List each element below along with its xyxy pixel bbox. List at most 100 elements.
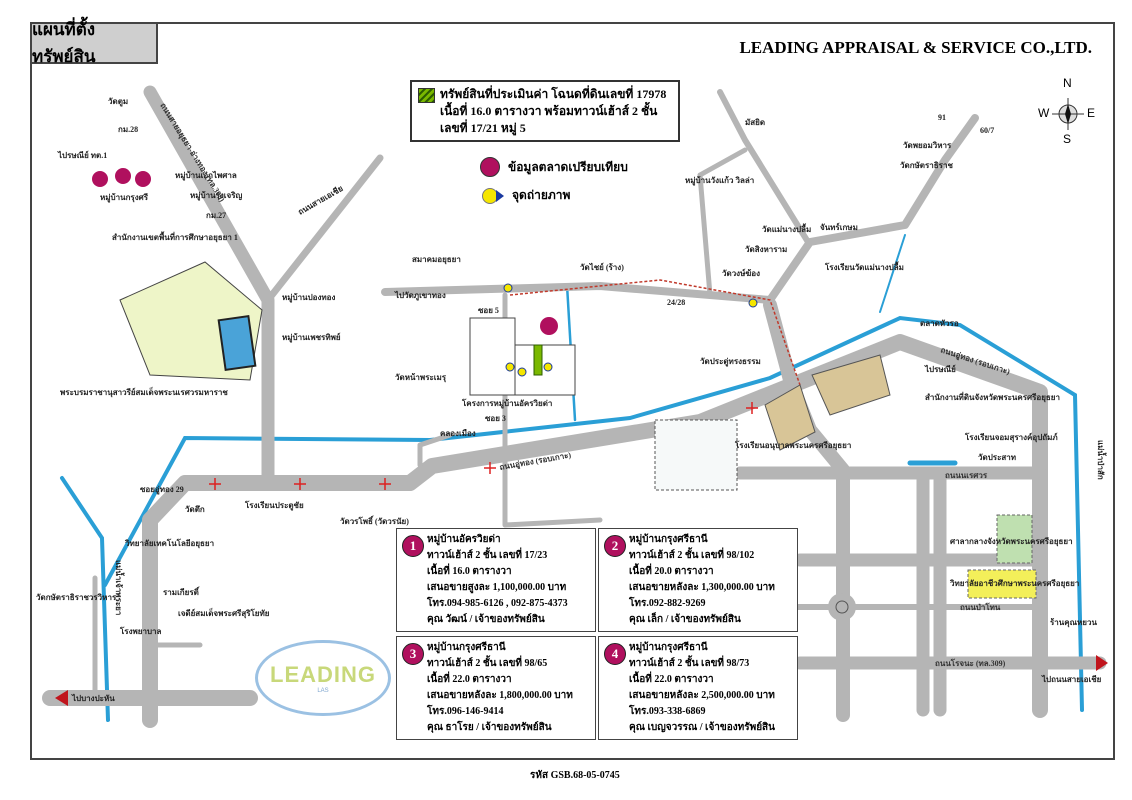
road-north2 [697,147,748,298]
college-zone [967,569,1037,599]
road-uthong-west [142,334,1048,728]
card-line: คุณ วัฒน์ / เจ้าของทรัพย์สิน [427,614,545,625]
document-code: รหัส GSB.68-05-0745 [530,770,620,781]
label: โรงพยาบาล [119,626,162,636]
label: หมู่บ้านรุ่งเจริญ [190,190,243,201]
legend-photo: จุดถ่ายภาพ [482,186,570,205]
label: วัดตึก [185,505,205,514]
subject-legend: ทรัพย์สินที่ประเมินค่า โฉนดที่ดินเลขที่ … [410,80,680,142]
card-line: เนื้อที่ 16.0 ตารางวา [427,566,512,577]
label: ไปรษณีย์ [924,364,956,374]
label: ตลาดหัวรอ [920,319,959,328]
label: โรงเรียนประตูชัย [244,500,304,511]
comparable-marker-1 [540,317,558,335]
card-line: โทร.094-985-6126 , 092-875-4373 [427,598,568,609]
road-label: จันทร์เกษม [820,222,858,232]
comparable-card-1: 1 หมู่บ้านอัครวิยด่า ทาวน์เฮ้าส์ 2 ชั้น … [396,528,596,632]
card-line: คุณ เบญจวรรณ / เจ้าของทรัพย์สิน [629,722,775,733]
road-label: ถนนนเรศวร [945,471,988,480]
card-line: โทร.093-338-6869 [629,706,706,717]
compass-e: E [1087,106,1096,120]
card-line: หมู่บ้านกรุงศรีธานี [427,642,506,653]
subject-hatch-icon [418,88,435,103]
card-line: เสนอขายหลังละ 1,800,000.00 บาท [427,690,573,701]
photo-point [748,298,758,308]
legend-photo-label: จุดถ่ายภาพ [512,188,571,202]
label: วัดกษัตราธิราชวรวิหาร [36,593,117,602]
river-pa-sak [879,234,906,313]
comparable-number: 3 [402,643,424,665]
legend-comparable-label: ข้อมูลตลาดเปรียบเทียบ [508,159,628,174]
label: พระบรมราชานุสาวรีย์สมเด็จพระนเรศวรมหาราช [60,386,228,398]
compass-n: N [1063,76,1072,90]
company-name: LEADING APPRAISAL & SERVICE CO.,LTD. [739,38,1092,57]
label: วัดแม่นางปลื้ม [762,223,811,234]
label: วัดกษัตราธิราช [900,161,953,170]
logo-subtext: LAS [317,688,329,694]
road-grid [733,466,1107,717]
label: วัดพยอมวิหาร [903,141,952,150]
company-logo: LEADING LAS [255,640,391,716]
temple-zone-1 [764,384,816,451]
photo-point [505,362,515,372]
label: โรงเรียนอนุบาลพระนครศรีอยุธยา [734,440,851,451]
label: วัดตูม [108,97,128,107]
comparable-card-4: 4 หมู่บ้านกรุงศรีธานี ทาวน์เฮ้าส์ 2 ชั้น… [598,636,798,740]
card-line: หมู่บ้านกรุงศรีธานี [629,642,708,653]
roundabout-center [835,600,849,614]
card-line: เนื้อที่ 22.0 ตารางวา [629,674,714,685]
label: สำนักงานเขตพื้นที่การศึกษาอยุธยา 1 [112,231,238,243]
road-top [381,114,979,304]
comparable-marker-2 [115,168,131,184]
temple-zone-2 [811,354,891,416]
comparable-dot-icon [480,157,500,177]
road-to-bang-pahan [264,154,384,304]
comparable-card-3: 3 หมู่บ้านกรุงศรีธานี ทาวน์เฮ้าส์ 2 ชั้น… [396,636,596,740]
photo-points [503,283,758,377]
label: รามเกียรติ์ [163,586,200,597]
card-line: เสนอขายหลังละ 2,500,000.00 บาท [629,690,775,701]
road-asia-ang-thong [143,85,275,490]
legend-comparable: ข้อมูลตลาดเปรียบเทียบ [480,157,628,177]
photo-point-icon [482,187,504,204]
comparable-marker-3 [92,171,108,187]
compass-s: S [1063,132,1072,146]
photo-point [543,362,553,372]
label: หมู่บ้านปองทอง [282,292,335,303]
label: ไปถนนสายเอเชีย [1041,674,1102,684]
label: โรงเรียนจอมสุรางค์อุปถัมภ์ [964,432,1058,443]
label: เจดีย์สมเด็จพระศรีสุริโยทัย [178,607,270,619]
label: 24/28 [667,298,685,307]
label: โครงการหมู่บ้านอัครวิยด่า [461,398,552,409]
comparable-card-2: 2 หมู่บ้านกรุงศรีธานี ทาวน์เฮ้าส์ 2 ชั้น… [598,528,798,632]
label: หมู่บ้านเพชรทิพย์ [282,332,341,343]
river-chao-phraya [60,476,110,722]
card-line: ทาวน์เฮ้าส์ 2 ชั้น เลขที่ 98/102 [629,550,755,561]
label: ซอยอู่ทอง 29 [140,485,184,495]
arrow-left-icon [55,690,68,706]
label: ซอย 5 [478,306,499,315]
label: สมาคมอยุธยา [412,255,461,265]
subject-property [533,344,543,376]
label: 60/7 [980,126,994,135]
card-line: เนื้อที่ 22.0 ตารางวา [427,674,512,685]
comparable-number: 2 [604,535,626,557]
card-line: ทาวน์เฮ้าส์ 2 ชั้น เลขที่ 17/23 [427,550,548,561]
road-label: ถนนสายอยุธยา-อ่างทอง (ทล.309) [157,101,226,204]
canal-label: คลองเมือง [440,428,476,438]
river-label: แม่น้ำป่าสัก [1096,440,1107,480]
label: ไปรษณีย์ ทต.1 [57,150,107,160]
label: วัดหน้าพระเมรุ [395,372,447,383]
label: วิทยาลัยอาชีวศึกษาพระนครศรีอยุธยา [949,578,1079,589]
project-block [469,317,516,396]
road-north [717,89,811,245]
legend-line: เลขที่ 17/21 หมู่ 5 [440,121,526,135]
logo-text: LEADING [270,662,376,687]
label: กม.27 [206,211,226,220]
label: ไปบางปะหัน [71,693,115,703]
card-line: คุณ เล็ก / เจ้าของทรัพย์สิน [629,614,741,625]
card-line: หมู่บ้านอัครวิยด่า [427,534,501,545]
label: หมู่บ้านกรุงศรี [100,192,149,203]
card-line: โทร.092-882-9269 [629,598,706,609]
card-line: ทาวน์เฮ้าส์ 2 ชั้น เลขที่ 98/65 [427,658,548,669]
